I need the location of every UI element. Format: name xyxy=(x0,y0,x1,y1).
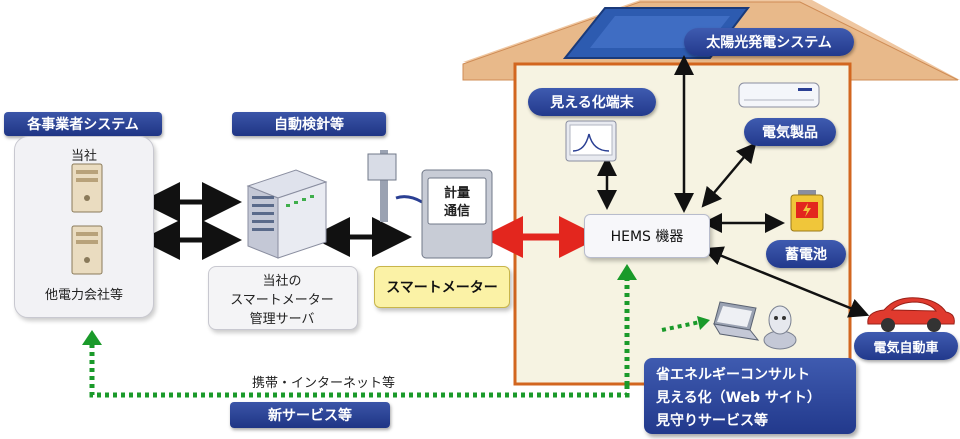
server-label-line2: スマートメーター xyxy=(230,293,334,308)
appliance-label: 電気製品 xyxy=(744,118,836,146)
server-label-box xyxy=(208,266,358,330)
electric-car-icon xyxy=(867,297,955,332)
dotted-to-laptop xyxy=(661,320,701,332)
arrow-hems-ev xyxy=(702,246,870,318)
company-server-icon xyxy=(71,163,103,213)
robot-icon xyxy=(763,305,797,350)
display-terminal-icon xyxy=(565,120,617,162)
server-label-line1: 当社の xyxy=(262,274,302,289)
ev-label: 電気自動車 xyxy=(854,332,958,360)
battery-label: 蓄電池 xyxy=(766,240,846,268)
battery-icon xyxy=(790,190,824,232)
service-line1: 省エネルギーコンサルト xyxy=(656,367,810,383)
meter-face-line1: 計量 xyxy=(443,186,470,201)
display-terminal-label: 見える化端末 xyxy=(528,88,656,116)
systems-tag: 各事業者システム xyxy=(4,112,162,136)
dotted-arrow-left-head xyxy=(82,330,102,345)
server-label-line3: 管理サーバ xyxy=(249,312,315,327)
laptop-icon xyxy=(713,301,760,341)
smart-meter-label: スマートメーター xyxy=(374,266,510,308)
hems-device: HEMS 機器 xyxy=(584,214,710,258)
other-company-label: 他電力会社等 xyxy=(44,288,123,303)
meter-face-line2: 通信 xyxy=(443,204,470,219)
service-line3: 見守りサービス等 xyxy=(656,413,768,429)
smart-meter-device xyxy=(367,150,493,259)
network-label: 携帯・インターネット等 xyxy=(252,376,396,391)
dotted-arrow-hems-head xyxy=(617,264,637,280)
new-service-tag: 新サービス等 xyxy=(230,402,390,428)
company-label: 当社 xyxy=(70,149,97,164)
other-company-server-icon xyxy=(71,225,103,275)
meter-reading-tag: 自動検針等 xyxy=(232,112,386,136)
arrow-hems-appliance xyxy=(701,142,757,208)
air-conditioner-icon xyxy=(738,82,820,108)
service-box xyxy=(644,358,856,434)
dotted-arrow-laptop-head xyxy=(697,316,710,330)
solar-label: 太陽光発電システム xyxy=(684,28,854,56)
service-line2: 見える化（Web サイト） xyxy=(656,390,821,406)
management-server-icon xyxy=(246,169,328,259)
